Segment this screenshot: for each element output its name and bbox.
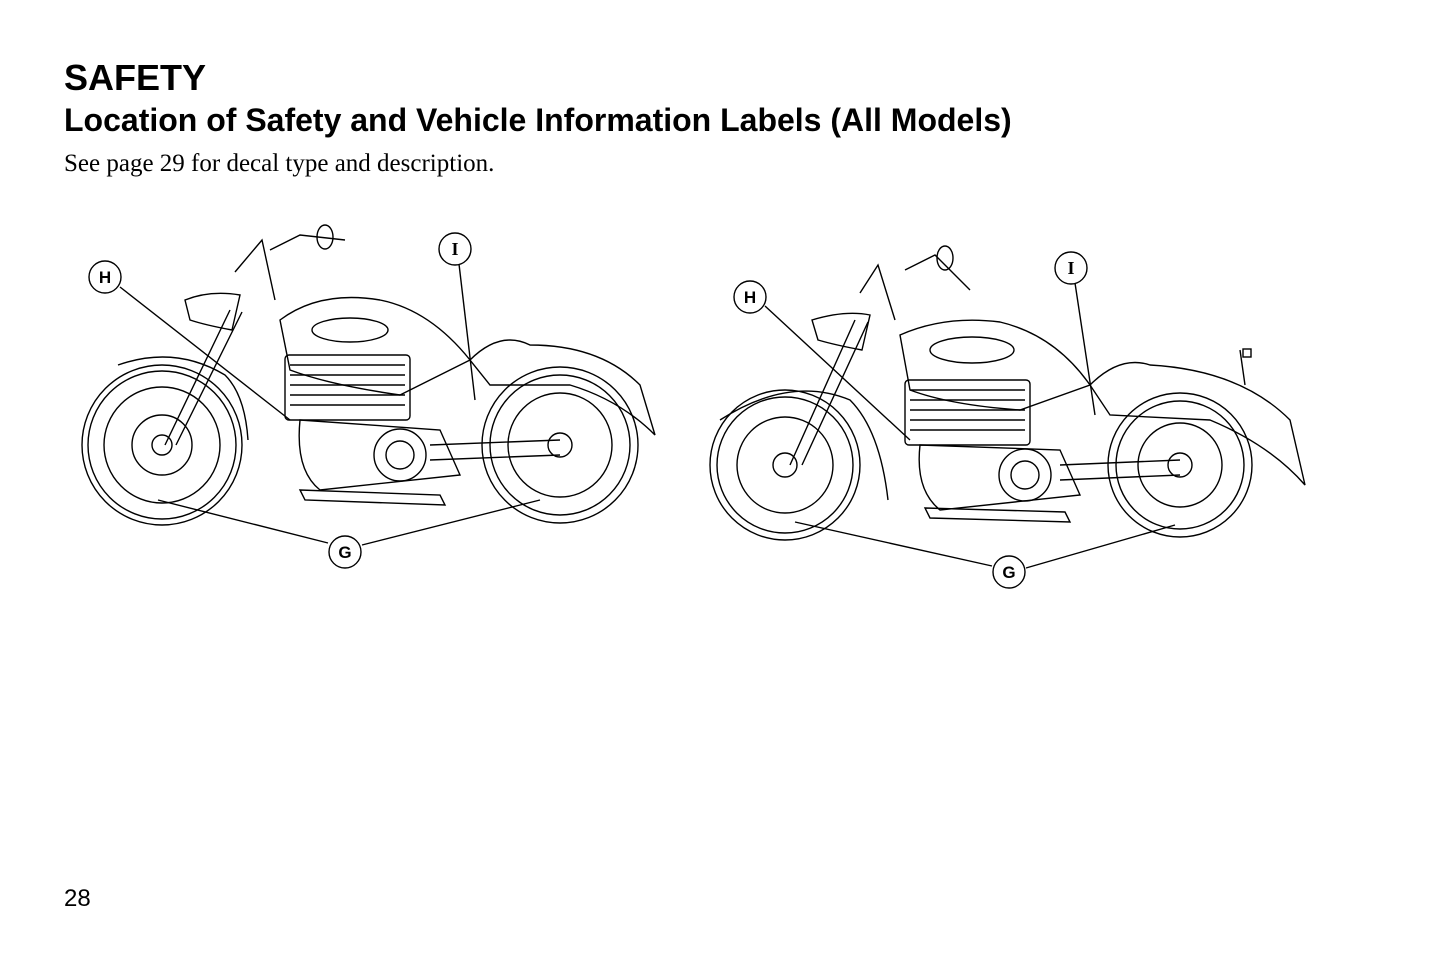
callout-i-label: I <box>1067 258 1074 278</box>
callout-leaders <box>119 263 541 546</box>
callout-h: H <box>88 260 122 294</box>
intro-text: See page 29 for decal type and descripti… <box>64 150 495 177</box>
motorcycle-drawing <box>81 224 656 526</box>
callout-h: H <box>733 280 767 314</box>
callout-leaders <box>764 282 1176 569</box>
page-heading: Location of Safety and Vehicle Informati… <box>64 102 1012 138</box>
callout-g-label: G <box>338 543 351 562</box>
callout-g-label: G <box>1002 563 1015 582</box>
callout-g: G <box>328 535 362 569</box>
callout-i: I <box>1054 251 1088 285</box>
section-title: SAFETY <box>64 57 207 98</box>
motorcycle-drawing <box>709 245 1306 541</box>
callout-h-label: H <box>99 268 111 287</box>
callout-g: G <box>992 555 1026 589</box>
callout-h-label: H <box>744 288 756 307</box>
callout-i: I <box>438 232 472 266</box>
page-number: 28 <box>64 885 91 912</box>
callout-i-label: I <box>451 239 458 259</box>
